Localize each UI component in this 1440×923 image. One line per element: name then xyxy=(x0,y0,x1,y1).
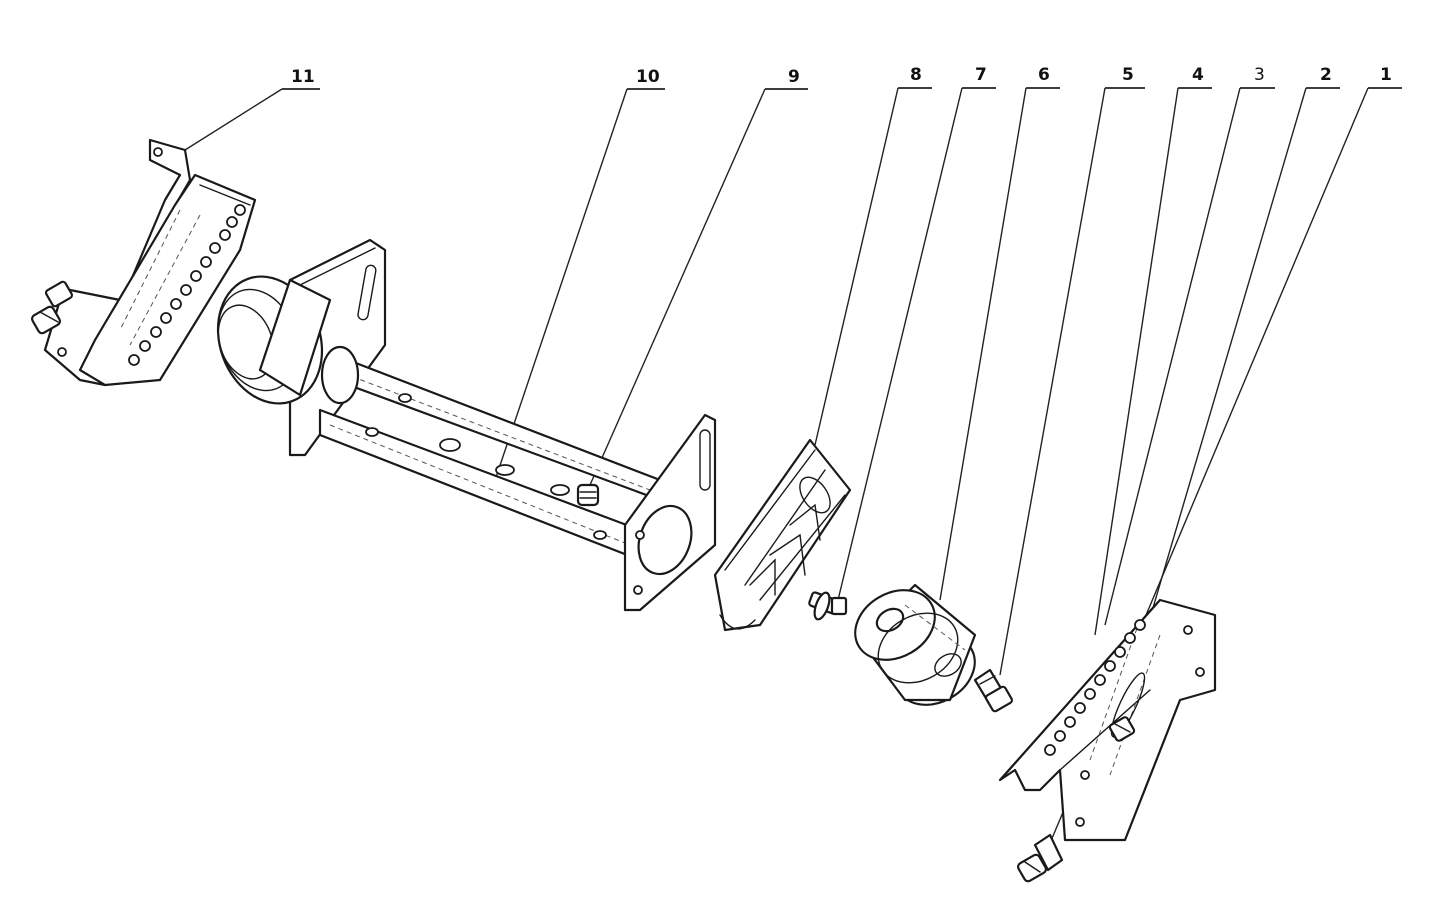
part-4-right-bracket xyxy=(998,598,1217,842)
callout-number: 2 xyxy=(1320,65,1332,85)
callout-number: 3 xyxy=(1254,65,1265,85)
part-2-nut xyxy=(1108,716,1136,742)
callout-9: 9 xyxy=(589,67,808,486)
callout-7: 7 xyxy=(837,65,996,601)
callout-6: 6 xyxy=(939,65,1060,601)
callout-8: 8 xyxy=(814,65,932,446)
part-11-nut xyxy=(30,280,74,335)
callout-number: 10 xyxy=(636,67,660,87)
callout-number: 9 xyxy=(788,67,800,87)
callout-number: 7 xyxy=(975,65,987,85)
callout-number: 4 xyxy=(1192,65,1204,85)
part-5-hex-bolt xyxy=(973,668,1014,713)
callout-number: 8 xyxy=(910,65,922,85)
callout-5: 5 xyxy=(999,65,1145,676)
callout-number: 6 xyxy=(1038,65,1050,85)
part-7-bolt xyxy=(808,591,848,621)
part-8-ribbed-bracket xyxy=(713,438,852,632)
part-1-hex-bolt xyxy=(1016,833,1064,883)
callout-11: 11 xyxy=(184,67,320,151)
callout-number: 1 xyxy=(1380,65,1392,85)
part-9-nut xyxy=(576,483,600,507)
part-11-left-bracket xyxy=(30,138,257,387)
part-10-central-frame xyxy=(216,238,717,612)
callout-number: 5 xyxy=(1122,65,1134,85)
callout-number: 11 xyxy=(291,67,315,87)
callout-3: 3 xyxy=(1104,65,1275,626)
callout-4: 4 xyxy=(1094,65,1212,636)
part-6-roller xyxy=(854,583,977,706)
